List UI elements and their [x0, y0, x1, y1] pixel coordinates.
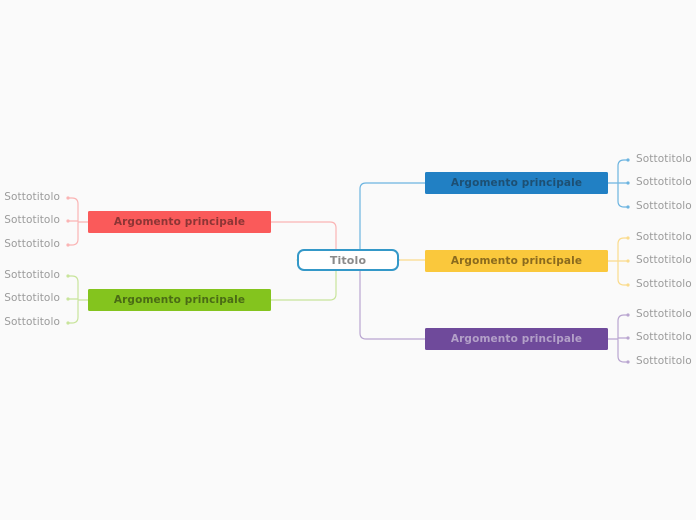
root-node-titolo[interactable]: Titolo: [297, 249, 399, 271]
subtopic-label[interactable]: Sottotitolo: [636, 153, 692, 165]
subtopic-label[interactable]: Sottotitolo: [636, 308, 692, 320]
topic-node-label: Argomento principale: [113, 294, 246, 306]
topic-node-red[interactable]: Argomento principale: [88, 211, 271, 233]
topic-node-label: Argomento principale: [450, 333, 583, 345]
topic-node-label: Argomento principale: [450, 177, 583, 189]
subtopic-label[interactable]: Sottotitolo: [4, 214, 60, 226]
subtopic-label[interactable]: Sottotitolo: [4, 269, 60, 281]
topic-node-blue[interactable]: Argomento principale: [425, 172, 608, 194]
topic-node-purple[interactable]: Argomento principale: [425, 328, 608, 350]
topic-node-label: Argomento principale: [450, 255, 583, 267]
topic-node-label: Argomento principale: [113, 216, 246, 228]
subtopic-label[interactable]: Sottotitolo: [4, 191, 60, 203]
subtopic-label[interactable]: Sottotitolo: [636, 331, 692, 343]
subtopic-label[interactable]: Sottotitolo: [4, 238, 60, 250]
root-node-label: Titolo: [329, 253, 367, 267]
subtopic-label[interactable]: Sottotitolo: [636, 355, 692, 367]
topic-node-green[interactable]: Argomento principale: [88, 289, 271, 311]
subtopic-label[interactable]: Sottotitolo: [636, 200, 692, 212]
topic-node-yellow[interactable]: Argomento principale: [425, 250, 608, 272]
subtopic-label[interactable]: Sottotitolo: [636, 176, 692, 188]
subtopic-label[interactable]: Sottotitolo: [636, 231, 692, 243]
subtopic-label[interactable]: Sottotitolo: [636, 278, 692, 290]
subtopic-label[interactable]: Sottotitolo: [636, 254, 692, 266]
subtopic-label[interactable]: Sottotitolo: [4, 316, 60, 328]
subtopic-label[interactable]: Sottotitolo: [4, 292, 60, 304]
